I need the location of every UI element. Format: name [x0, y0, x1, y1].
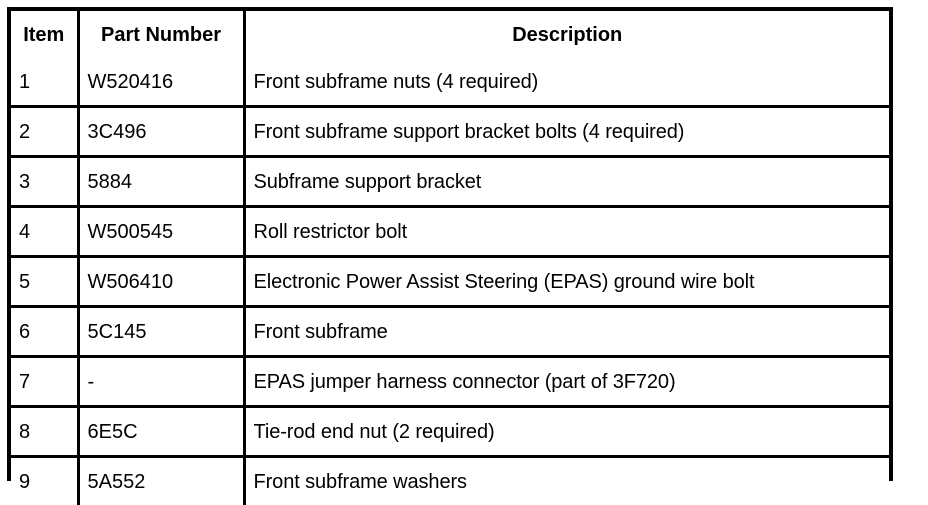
table-header: Item Part Number Description [11, 11, 889, 58]
table-row: 6 5C145 Front subframe [11, 307, 889, 357]
cell-description: Tie-rod end nut (2 required) [244, 407, 889, 457]
cell-item: 4 [11, 207, 78, 257]
cell-part-number: 5A552 [78, 457, 244, 505]
cell-part-number: 3C496 [78, 107, 244, 157]
column-header-part-number: Part Number [78, 11, 244, 58]
table-row: 1 W520416 Front subframe nuts (4 require… [11, 58, 889, 107]
table-body: 1 W520416 Front subframe nuts (4 require… [11, 58, 889, 505]
cell-part-number: 5884 [78, 157, 244, 207]
cell-item: 7 [11, 357, 78, 407]
table-row: 7 - EPAS jumper harness connector (part … [11, 357, 889, 407]
cell-item: 2 [11, 107, 78, 157]
cell-part-number: W500545 [78, 207, 244, 257]
cell-description: Front subframe washers [244, 457, 889, 505]
table-row: 2 3C496 Front subframe support bracket b… [11, 107, 889, 157]
cell-part-number: W520416 [78, 58, 244, 107]
cell-description: Electronic Power Assist Steering (EPAS) … [244, 257, 889, 307]
page-root: Item Part Number Description 1 W520416 F… [0, 0, 928, 492]
cell-part-number: W506410 [78, 257, 244, 307]
parts-table-container: Item Part Number Description 1 W520416 F… [7, 7, 893, 481]
table-row: 3 5884 Subframe support bracket [11, 157, 889, 207]
cell-item: 1 [11, 58, 78, 107]
table-row: 8 6E5C Tie-rod end nut (2 required) [11, 407, 889, 457]
cell-part-number: 6E5C [78, 407, 244, 457]
cell-description: Subframe support bracket [244, 157, 889, 207]
table-header-row: Item Part Number Description [11, 11, 889, 58]
column-header-description: Description [244, 11, 889, 58]
cell-description: Roll restrictor bolt [244, 207, 889, 257]
cell-item: 8 [11, 407, 78, 457]
cell-item: 6 [11, 307, 78, 357]
cell-description: Front subframe [244, 307, 889, 357]
table-row: 9 5A552 Front subframe washers [11, 457, 889, 505]
cell-description: Front subframe nuts (4 required) [244, 58, 889, 107]
cell-part-number: - [78, 357, 244, 407]
cell-part-number: 5C145 [78, 307, 244, 357]
parts-identification-table: Item Part Number Description 1 W520416 F… [11, 11, 889, 505]
cell-description: EPAS jumper harness connector (part of 3… [244, 357, 889, 407]
cell-description: Front subframe support bracket bolts (4 … [244, 107, 889, 157]
cell-item: 3 [11, 157, 78, 207]
cell-item: 9 [11, 457, 78, 505]
column-header-item: Item [11, 11, 78, 58]
table-row: 4 W500545 Roll restrictor bolt [11, 207, 889, 257]
cell-item: 5 [11, 257, 78, 307]
table-row: 5 W506410 Electronic Power Assist Steeri… [11, 257, 889, 307]
